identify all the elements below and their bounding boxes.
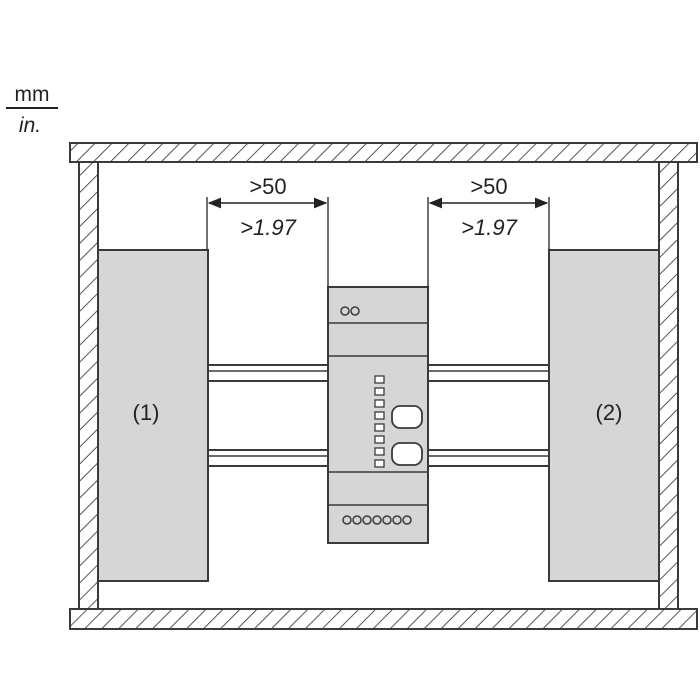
dimension-right-in: >1.97: [461, 215, 517, 240]
device-right-label: (2): [596, 400, 623, 425]
dimension-right-mm: >50: [470, 174, 507, 199]
status-leds: [374, 375, 385, 468]
connector-ports: [391, 405, 423, 466]
right-wall: [658, 161, 679, 610]
dimension-right: >50 >1.97: [427, 174, 550, 287]
units-indicator: mm in.: [6, 83, 58, 137]
top-terminals: [340, 306, 360, 316]
left-wall: [78, 161, 99, 610]
central-module: [327, 286, 429, 544]
device-left-label: (1): [133, 400, 160, 425]
device-left: (1): [97, 249, 209, 582]
dimension-left: >50 >1.97: [206, 174, 329, 287]
top-wall: [69, 142, 698, 163]
bottom-terminals: [342, 515, 412, 525]
unit-in: in.: [19, 114, 41, 137]
dimension-left-mm: >50: [249, 174, 286, 199]
device-right: (2): [548, 249, 660, 582]
dimension-left-in: >1.97: [240, 215, 296, 240]
unit-mm: mm: [15, 83, 50, 106]
bottom-wall: [69, 608, 698, 630]
enclosure: [69, 142, 698, 630]
